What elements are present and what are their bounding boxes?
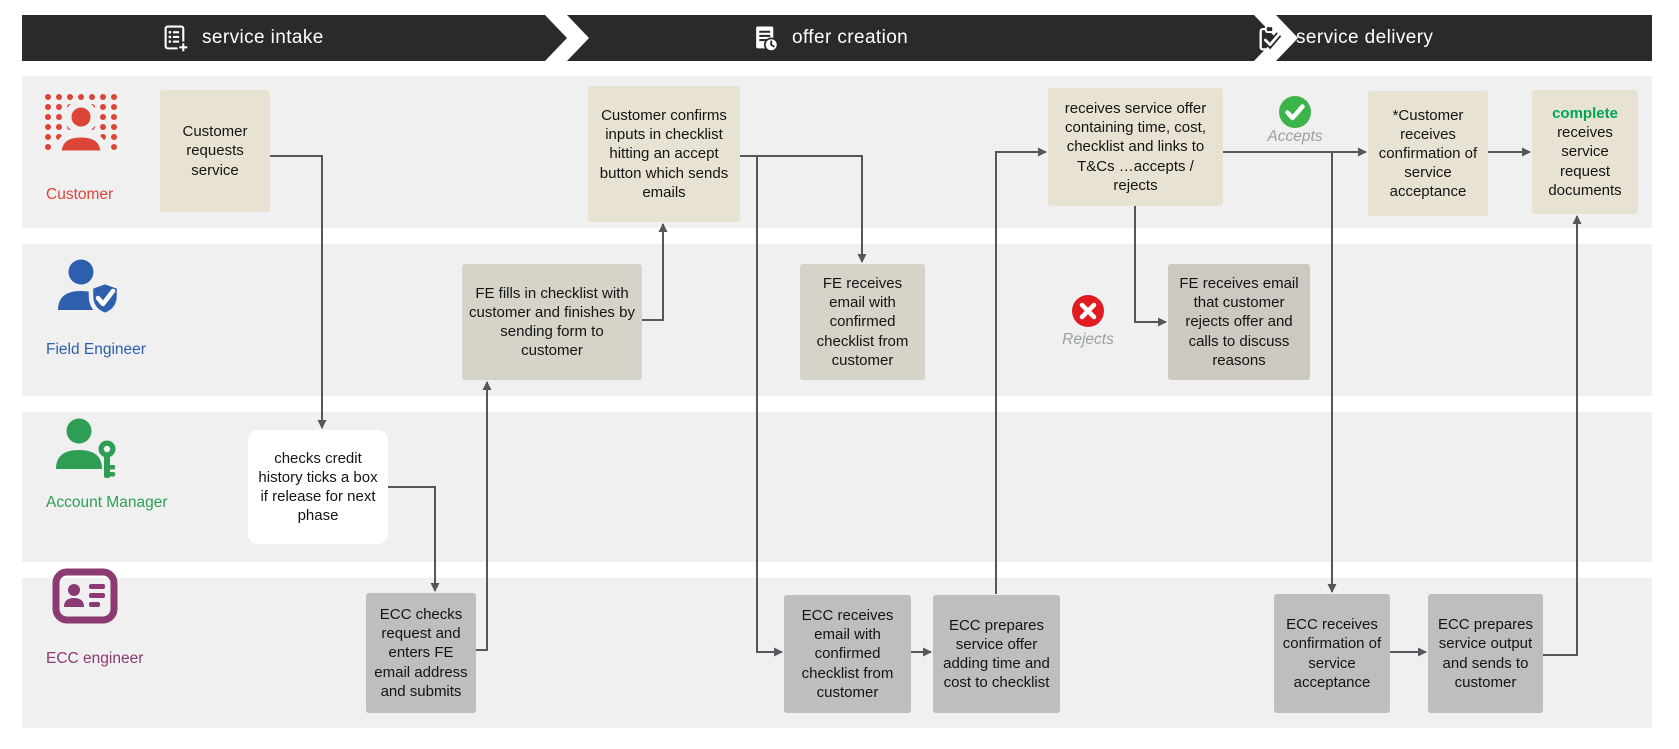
phase-banner: service intake offer creation bbox=[22, 15, 1652, 61]
task-ecc-receives-confirmation: ECC receives confirmation of service acc… bbox=[1274, 594, 1390, 713]
task-fe-receives-rejection: FE receives email that customer rejects … bbox=[1168, 264, 1310, 380]
task-ecc-prepares-output: ECC prepares service output and sends to… bbox=[1428, 594, 1543, 713]
decision-label-rejects: Rejects bbox=[1062, 331, 1114, 348]
role-label-field-engineer: Field Engineer bbox=[46, 341, 146, 358]
status-complete: complete bbox=[1552, 105, 1618, 123]
role-label-ecc-engineer: ECC engineer bbox=[46, 650, 144, 667]
form-plus-icon bbox=[162, 25, 189, 52]
role-label-customer: Customer bbox=[46, 186, 114, 203]
ecc-engineer-idcard-icon bbox=[52, 568, 118, 624]
phase-label: offer creation bbox=[792, 27, 909, 48]
phase-offer-creation: offer creation bbox=[752, 15, 908, 61]
clipboard-check-icon bbox=[1256, 24, 1283, 52]
task-customer-receives-documents: complete receives service request docume… bbox=[1532, 90, 1638, 214]
decision-label-accepts: Accepts bbox=[1267, 128, 1323, 145]
customer-crowd-icon bbox=[44, 92, 120, 158]
task-am-checks-credit: checks credit history ticks a box if rel… bbox=[248, 430, 388, 544]
task-ecc-prepares-offer: ECC prepares service offer adding time a… bbox=[933, 595, 1060, 713]
task-customer-requests-service: Customer requests service bbox=[160, 90, 270, 212]
phase-service-delivery: service delivery bbox=[1256, 15, 1433, 61]
phase-service-intake: service intake bbox=[162, 15, 324, 61]
task-ecc-checks-request: ECC checks request and enters FE email a… bbox=[366, 593, 476, 713]
task-customer-confirms-checklist: Customer confirms inputs in checklist hi… bbox=[588, 86, 740, 222]
task-fe-fills-checklist: FE fills in checklist with customer and … bbox=[462, 264, 642, 380]
phase-label: service delivery bbox=[1296, 27, 1434, 48]
task-customer-receives-offer: receives service offer containing time, … bbox=[1048, 88, 1223, 206]
phase-label: service intake bbox=[202, 27, 324, 48]
rejects-x-icon bbox=[1071, 294, 1105, 328]
task-customer-receives-confirmation: *Customer receives confirmation of servi… bbox=[1368, 91, 1488, 216]
task-fe-receives-confirmed-checklist: FE receives email with confirmed checkli… bbox=[800, 264, 925, 380]
document-clock-icon bbox=[752, 25, 779, 52]
role-label-account-manager: Account Manager bbox=[46, 494, 168, 511]
account-manager-key-icon bbox=[56, 418, 122, 480]
task-ecc-receives-email: ECC receives email with confirmed checkl… bbox=[784, 595, 911, 713]
accepts-check-icon bbox=[1278, 95, 1312, 129]
field-engineer-shield-icon bbox=[56, 258, 122, 320]
